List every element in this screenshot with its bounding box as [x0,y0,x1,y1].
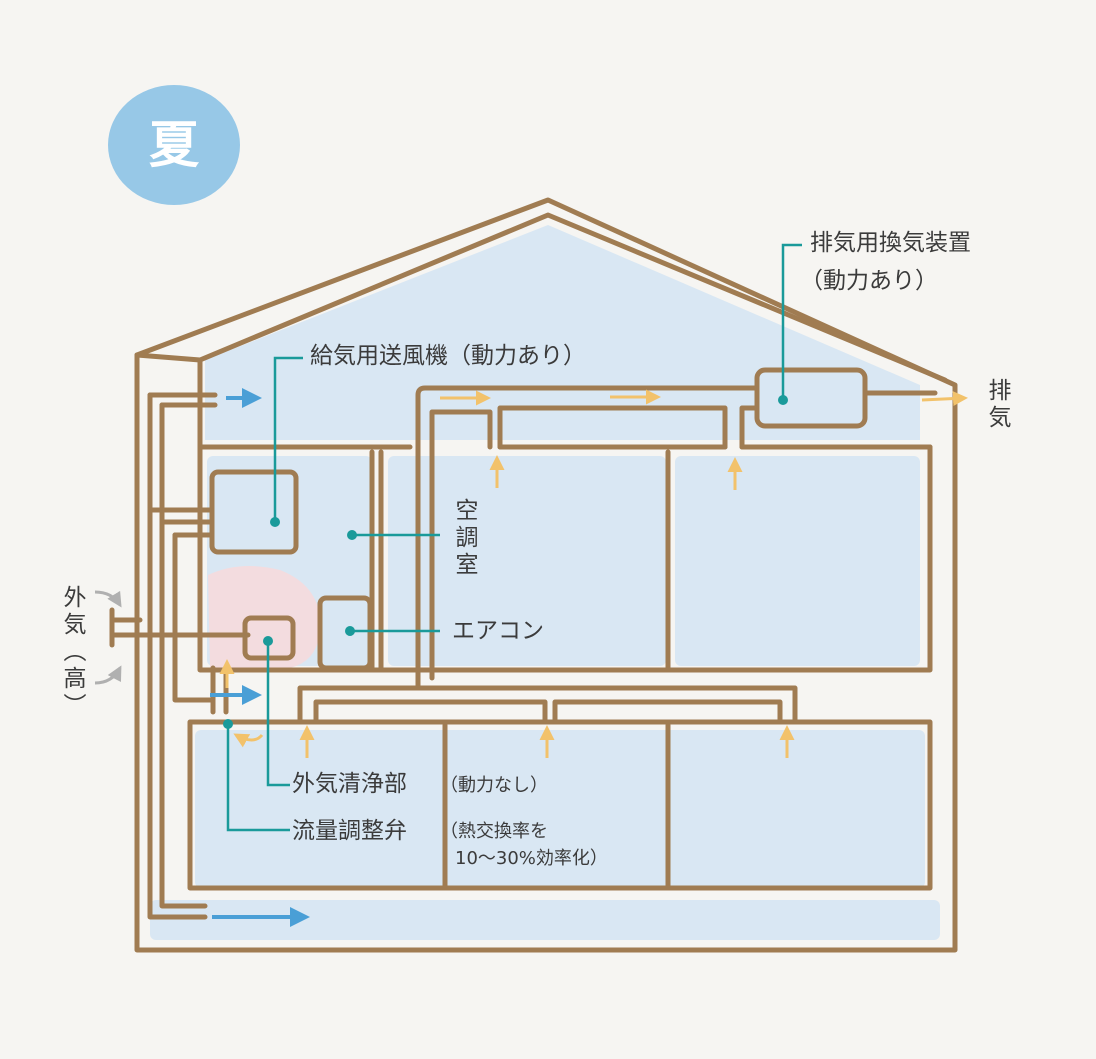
roof-end-left [134,352,203,363]
exhaust-main [415,385,758,675]
season-badge [108,85,240,205]
season-label: 夏 [149,116,199,174]
lower-return-outer [297,685,798,725]
label-valve-sub-2: 10〜30%効率化） [455,848,608,869]
aircon-box [317,595,373,671]
leader-valve [226,724,290,832]
fan-drop [172,532,215,703]
label-aircon: エアコン [452,618,544,644]
leader-dots [223,395,788,729]
crawlspace-fill [150,900,940,940]
label-exhaust: 排気 [984,378,1010,432]
exhaust-arrows [219,389,968,758]
supply-arrows [210,388,310,927]
house-outline-outer [134,197,958,953]
lower-room-fill [195,730,925,888]
supply-duct-inner [159,402,208,909]
exhaust-branch-right [739,405,758,450]
house-outline-inner [197,212,948,383]
label-exhaust-unit: 排気用換気装置 [810,230,971,256]
label-valve-sub-1: （熱交換率を [440,821,548,842]
label-air-room: 空調室 [451,498,477,579]
upper-room-right-fill [675,456,920,666]
supply-fan-box [209,469,299,555]
label-exhaust-unit-sub: （動力あり） [800,268,938,294]
upper-room-mid-fill [388,456,666,666]
label-valve: 流量調整弁 [292,818,407,844]
fan-feed [147,507,215,538]
label-outside-air: 外気（高） [59,585,85,720]
label-purifier: 外気清浄部 [292,771,407,797]
leader-purifier [266,641,290,787]
label-purifier-sub: （動力なし） [440,775,548,796]
outside-arrows [94,590,122,685]
exhaust-branch-mid [497,405,728,450]
supply-duct-outer [147,392,208,920]
exhaust-unit-box [754,367,868,429]
upper-floor-outline [197,444,933,673]
leader-exhaust-unit [781,243,802,400]
ducts [109,197,958,953]
label-supply-fan: 給気用送風機（動力あり） [310,343,586,369]
leader-supply-fan [273,356,303,522]
lower-floor-outline [187,719,933,891]
leader-lines [226,243,802,832]
purifier-drop [210,665,229,715]
lower-return-inner [313,699,783,725]
